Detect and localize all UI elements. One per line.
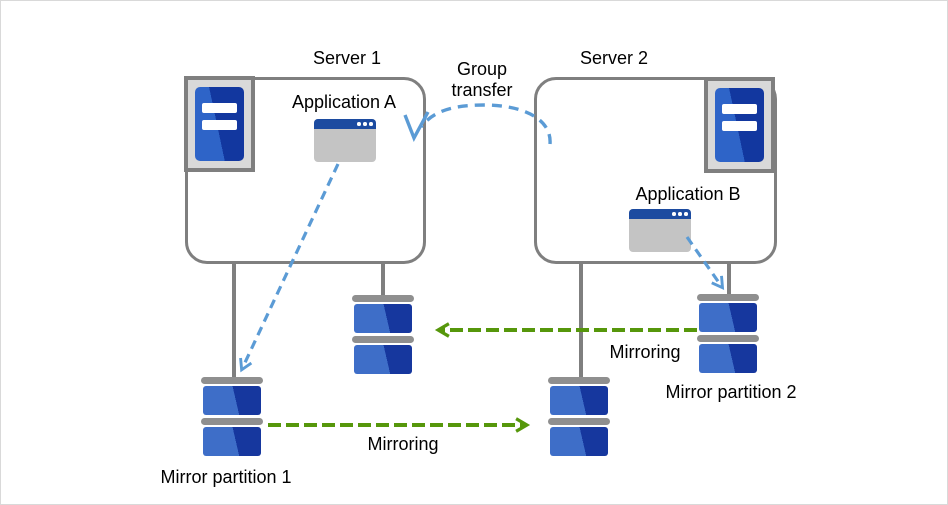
disk-cap: [697, 335, 759, 342]
server2-icon-box: [704, 77, 775, 173]
mirroring-top-label: Mirroring: [609, 342, 681, 362]
disk-cap: [201, 418, 263, 425]
mirroring-bottom-label: Mirroring: [367, 434, 439, 454]
disk-body: [203, 427, 261, 456]
window-titlebar: [629, 209, 691, 219]
disk-cap: [548, 418, 610, 425]
disk-cap: [548, 377, 610, 384]
application-window-icon: [314, 119, 376, 162]
tower-slot: [202, 103, 237, 113]
disk-body: [203, 386, 261, 415]
application-window-icon: [629, 209, 691, 252]
group-transfer-label: Group transfer: [412, 59, 552, 101]
window-dot: [678, 212, 682, 216]
tower-slot: [722, 104, 757, 114]
disk-cap: [352, 336, 414, 343]
server2-label: Server 2: [579, 48, 649, 68]
disk-body: [354, 304, 412, 333]
window-dot: [684, 212, 688, 216]
window-dot: [672, 212, 676, 216]
mirror-partition2-disk-icon: [697, 294, 759, 376]
group-transfer-line2: transfer: [451, 80, 513, 100]
tower-slot: [202, 120, 237, 130]
server1-icon-box: [184, 76, 255, 172]
disk-body: [550, 386, 608, 415]
disk-body: [699, 303, 757, 332]
disk-body: [699, 344, 757, 373]
mirror-partition2-label: Mirror partition 2: [665, 382, 797, 402]
disk-cap: [352, 295, 414, 302]
group-transfer-line1: Group: [456, 59, 508, 79]
tower-slot: [722, 121, 757, 131]
application-a-label: Application A: [291, 92, 397, 112]
window-dot: [357, 122, 361, 126]
disk-stack-icon: [548, 377, 610, 459]
mirror-partition1-disk-icon: [201, 377, 263, 459]
disk-body: [550, 427, 608, 456]
server-tower-icon: [195, 87, 244, 161]
window-dot: [363, 122, 367, 126]
application-b-label: Application B: [635, 184, 741, 204]
server1-label: Server 1: [312, 48, 382, 68]
window-titlebar: [314, 119, 376, 129]
disk-body: [354, 345, 412, 374]
disk-cap: [201, 377, 263, 384]
mirror-partition1-label: Mirror partition 1: [160, 467, 292, 487]
disk-cap: [697, 294, 759, 301]
disk-stack-icon: [352, 295, 414, 377]
server-tower-icon: [715, 88, 764, 162]
window-dot: [369, 122, 373, 126]
